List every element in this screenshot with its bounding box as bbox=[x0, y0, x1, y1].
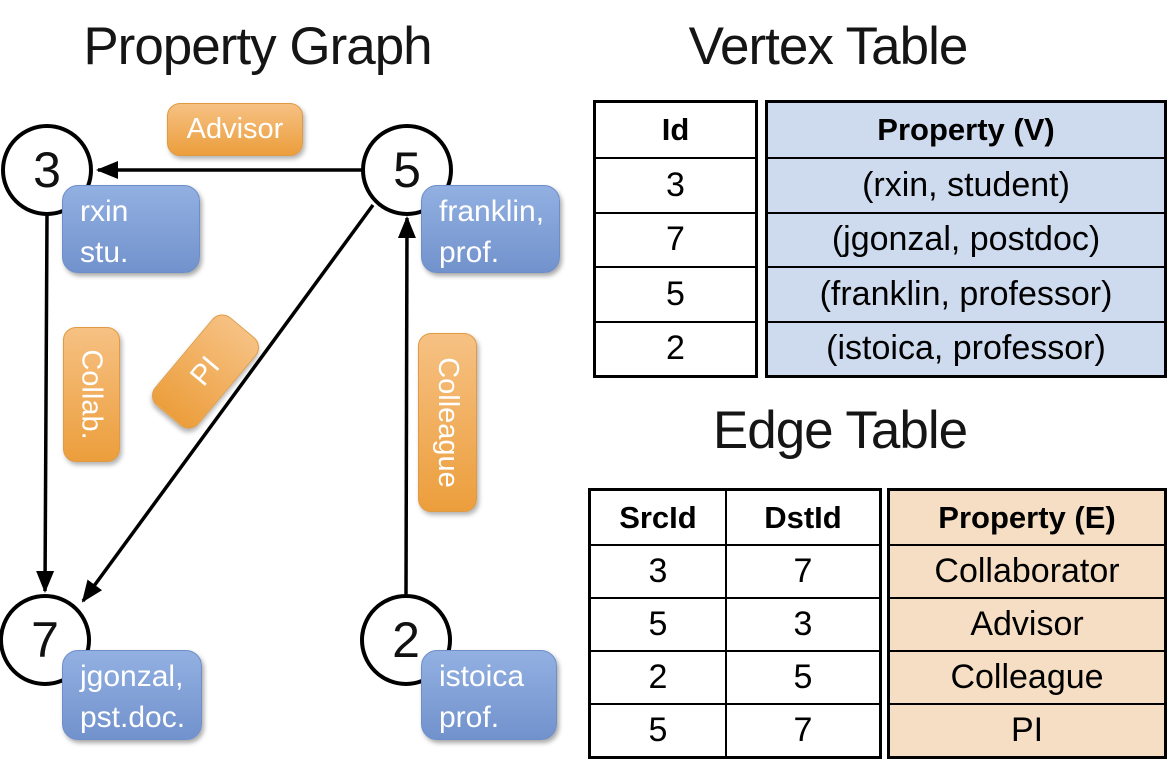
vertex-id-2: 2 bbox=[392, 612, 420, 668]
vertex-label-line: jgonzal, bbox=[80, 660, 184, 693]
vertex-label-line: prof. bbox=[439, 236, 500, 270]
edge-table-dst-cell: 7 bbox=[724, 703, 879, 756]
vertex-table-id-cell: 3 bbox=[596, 157, 755, 211]
edge-label-box-collab: Collab. bbox=[63, 327, 120, 462]
edge-table-dst-cell: 7 bbox=[724, 544, 879, 597]
vertex-table-property-cell: (rxin, student) bbox=[768, 157, 1164, 211]
vertex-label-box-7: jgonzal, pst.doc. bbox=[62, 650, 202, 740]
vertex-table: Id 3 7 5 2 Property (V) (rxin, student) … bbox=[593, 100, 1167, 378]
edge-table-id-columns: SrcId DstId 3 7 5 3 2 5 5 7 bbox=[588, 488, 882, 759]
edge-table-header-srcid: SrcId bbox=[619, 499, 697, 535]
edge-table-property-cell: Colleague bbox=[890, 650, 1164, 703]
vertex-table-id-cell: 5 bbox=[596, 266, 755, 320]
edge-table-property-cell: Collaborator bbox=[890, 544, 1164, 597]
edge-table-title: Edge Table bbox=[712, 401, 968, 460]
graph-title: Property Graph bbox=[83, 17, 432, 76]
vertex-table-id-cell: 7 bbox=[596, 211, 755, 266]
vertex-label-line: stu. bbox=[80, 236, 129, 270]
edge-table-src-cell: 5 bbox=[591, 597, 725, 650]
edge-table-src-cell: 2 bbox=[591, 650, 725, 703]
edge-table-property-cell: PI bbox=[890, 703, 1164, 756]
edge-table-src-cell: 3 bbox=[591, 544, 725, 597]
vertex-table-property-column: Property (V) (rxin, student) (jgonzal, p… bbox=[765, 100, 1167, 378]
edge-line-5-to-7 bbox=[81, 203, 375, 603]
vertex-id-7: 7 bbox=[31, 612, 59, 668]
vertex-table-id-column: Id 3 7 5 2 bbox=[593, 100, 758, 378]
vertex-label-box-5: franklin, prof. bbox=[421, 185, 560, 273]
edge-table-property-column: Property (E) Collaborator Advisor Collea… bbox=[887, 488, 1167, 759]
edge-label-text: PI bbox=[184, 350, 227, 392]
edge-table: SrcId DstId 3 7 5 3 2 5 5 7 Property (E)… bbox=[588, 488, 1167, 759]
vertex-label-box-2: istoica prof. bbox=[421, 650, 557, 740]
vertex-label-line: prof. bbox=[439, 701, 500, 735]
edge-table-property-cell: Advisor bbox=[890, 597, 1164, 650]
vertex-table-header-id: Id bbox=[661, 112, 690, 148]
vertex-table-id-cell: 2 bbox=[596, 320, 755, 375]
vertex-label-line: istoica bbox=[439, 660, 525, 693]
edge-table-header-property: Property (E) bbox=[938, 499, 1116, 535]
edge-table-dst-cell: 3 bbox=[724, 597, 879, 650]
vertex-table-property-cell: (franklin, professor) bbox=[768, 266, 1164, 320]
edge-label-text: Collab. bbox=[76, 349, 108, 440]
edge-table-dst-cell: 5 bbox=[724, 650, 879, 703]
vertex-table-property-cell: (istoica, professor) bbox=[768, 320, 1164, 375]
edge-label-text: Colleague bbox=[432, 357, 465, 488]
edge-label-text: Advisor bbox=[186, 113, 284, 145]
edge-table-src-cell: 5 bbox=[591, 703, 725, 756]
vertex-id-5: 5 bbox=[393, 142, 421, 198]
vertex-label-line: pst.doc. bbox=[80, 701, 186, 735]
edge-line-3-to-7 bbox=[36, 214, 55, 593]
vertex-label-line: rxin bbox=[80, 195, 129, 228]
edge-label-box-colleague: Colleague bbox=[418, 333, 477, 512]
vertex-label-box-3: rxin stu. bbox=[62, 185, 200, 273]
vertex-id-3: 3 bbox=[33, 142, 61, 198]
vertex-table-header-property: Property (V) bbox=[877, 112, 1055, 148]
edge-table-header-dstid: DstId bbox=[724, 491, 879, 544]
vertex-label-line: franklin, bbox=[439, 195, 545, 228]
edge-label-box-advisor: Advisor bbox=[167, 103, 303, 156]
edge-line-2-to-5 bbox=[397, 216, 416, 595]
vertex-table-property-cell: (jgonzal, postdoc) bbox=[768, 211, 1164, 266]
vertex-table-title: Vertex Table bbox=[688, 17, 969, 76]
